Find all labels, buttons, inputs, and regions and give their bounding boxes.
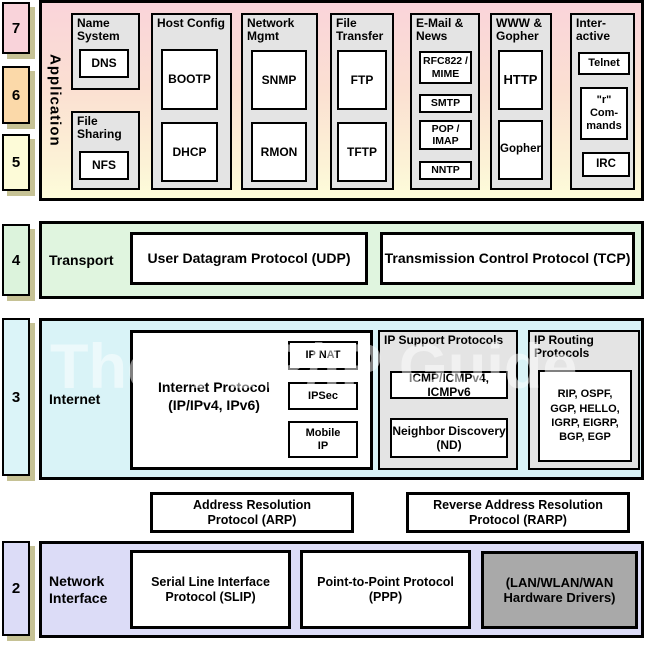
transport-layer-label: Transport — [49, 251, 114, 268]
group-title-network-mgmt: Network Mgmt — [247, 16, 295, 44]
group-title-interactive: Inter-active — [576, 16, 611, 44]
protocol-tcp: Transmission Control Protocol (TCP) — [380, 232, 635, 285]
group-title-email-news: E-Mail & News — [416, 16, 464, 44]
hardware-drivers-box: (LAN/WLAN/WAN Hardware Drivers) — [481, 551, 638, 629]
application-layer-label: Application — [46, 54, 64, 147]
group-network-mgmt: Network Mgmt SNMP RMON — [241, 13, 318, 190]
group-title-name-system: Name System — [77, 16, 120, 44]
protocol-dhcp: DHCP — [161, 122, 218, 182]
transport-layer-panel: Transport User Datagram Protocol (UDP) T… — [39, 221, 644, 299]
protocol-ppp: Point-to-Point Protocol (PPP) — [300, 550, 471, 629]
protocol-neighbor-discovery: Neighbor Discovery (ND) — [390, 418, 508, 458]
protocol-telnet: Telnet — [578, 52, 630, 75]
group-ip-routing-protocols: IP Routing Protocols RIP, OSPF, GGP, HEL… — [528, 330, 640, 470]
protocol-ftp: FTP — [337, 50, 387, 110]
group-ip-support-protocols: IP Support Protocols ICMP/ICMPv4, ICMPv6… — [378, 330, 518, 470]
protocol-nfs: NFS — [79, 151, 129, 180]
layer-number-3: 3 — [2, 318, 30, 476]
protocol-rarp: Reverse Address Resolution Protocol (RAR… — [406, 492, 630, 533]
group-www-gopher: WWW & Gopher HTTP Gopher — [490, 13, 552, 190]
protocol-ip-box: Internet Protocol (IP/IPv4, IPv6) IP NAT… — [130, 330, 373, 470]
group-host-config: Host Config BOOTP DHCP — [151, 13, 232, 190]
group-title-www-gopher: WWW & Gopher — [496, 16, 542, 44]
protocol-mobile-ip: Mobile IP — [288, 421, 358, 458]
protocol-irc: IRC — [582, 152, 630, 177]
group-title-ip-routing: IP Routing Protocols — [534, 333, 594, 361]
layer-number-2: 2 — [2, 541, 30, 636]
protocol-slip: Serial Line Interface Protocol (SLIP) — [130, 550, 291, 629]
layer-number-6: 6 — [2, 66, 30, 124]
group-title-file-transfer: File Transfer — [336, 16, 384, 44]
group-name-system: Name System DNS — [71, 13, 140, 90]
protocol-icmp: ICMP/ICMPv4, ICMPv6 — [390, 371, 508, 399]
protocol-http: HTTP — [498, 50, 543, 110]
group-file-sharing: File Sharing NFS — [71, 111, 140, 190]
internet-layer-label: Internet — [49, 390, 101, 407]
protocol-smtp: SMTP — [419, 94, 472, 113]
group-title-host-config: Host Config — [157, 16, 225, 30]
internet-layer-panel: Internet Internet Protocol (IP/IPv4, IPv… — [39, 318, 644, 480]
network-interface-layer-label: Network Interface — [49, 572, 108, 606]
protocol-udp: User Datagram Protocol (UDP) — [130, 232, 368, 285]
protocol-dns: DNS — [79, 49, 129, 78]
network-interface-layer-panel: Network Interface Serial Line Interface … — [39, 541, 644, 638]
protocol-routing-list: RIP, OSPF, GGP, HELLO, IGRP, EIGRP, BGP,… — [538, 370, 632, 462]
application-layer-panel: Application Name System DNS File Sharing… — [39, 0, 644, 201]
protocol-bootp: BOOTP — [161, 49, 218, 110]
protocol-pop-imap: POP / IMAP — [419, 120, 472, 150]
protocol-ipsec: IPSec — [288, 382, 358, 410]
protocol-gopher: Gopher — [498, 120, 543, 180]
group-title-file-sharing: File Sharing — [77, 114, 122, 142]
layer-number-5: 5 — [2, 134, 30, 191]
protocol-ip-nat: IP NAT — [288, 341, 358, 370]
protocol-arp: Address Resolution Protocol (ARP) — [150, 492, 354, 533]
protocol-snmp: SNMP — [251, 50, 307, 110]
group-file-transfer: File Transfer FTP TFTP — [330, 13, 394, 190]
protocol-r-commands: "r" Com-mands — [580, 87, 628, 140]
layer-number-7: 7 — [2, 2, 30, 54]
protocol-rmon: RMON — [251, 122, 307, 182]
group-interactive: Inter-active Telnet "r" Com-mands IRC — [570, 13, 635, 190]
protocol-nntp: NNTP — [419, 161, 472, 180]
protocol-rfc822-mime: RFC822 / MIME — [419, 51, 472, 84]
protocol-ip-label: Internet Protocol (IP/IPv4, IPv6) — [157, 379, 270, 413]
group-title-ip-support: IP Support Protocols — [384, 333, 504, 347]
group-email-news: E-Mail & News RFC822 / MIME SMTP POP / I… — [410, 13, 480, 190]
layer-number-4: 4 — [2, 224, 30, 296]
protocol-tftp: TFTP — [337, 122, 387, 182]
